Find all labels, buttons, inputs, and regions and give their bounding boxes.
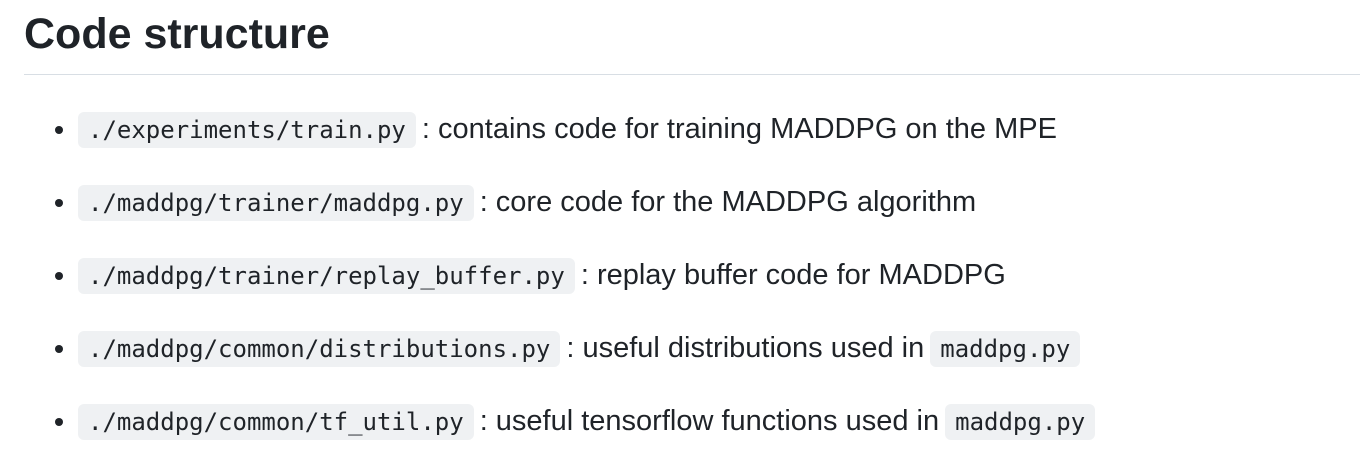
inline-code-path: ./experiments/train.py: [78, 111, 416, 148]
inline-code-path: ./maddpg/common/tf_util.py: [78, 403, 474, 440]
list-item-description: : contains code for training MADDPG on t…: [421, 112, 1057, 145]
list-item: ./maddpg/trainer/replay_buffer.py: repla…: [78, 257, 1360, 294]
inline-code-path: ./maddpg/common/distributions.py: [78, 330, 561, 367]
inline-code-reference: maddpg.py: [945, 403, 1096, 440]
list-item-description: : useful distributions used in: [566, 331, 925, 364]
inline-code-path: ./maddpg/trainer/maddpg.py: [78, 184, 474, 221]
inline-code-reference: maddpg.py: [930, 330, 1081, 367]
list-item-description: : replay buffer code for MADDPG: [580, 258, 1006, 291]
list-item: ./maddpg/trainer/maddpg.py: core code fo…: [78, 184, 1360, 221]
section-heading-code-structure: Code structure: [24, 8, 1360, 75]
inline-code-path: ./maddpg/trainer/replay_buffer.py: [78, 257, 575, 294]
list-item: ./maddpg/common/distributions.py: useful…: [78, 330, 1360, 367]
list-item: ./experiments/train.py: contains code fo…: [78, 111, 1360, 148]
list-item-description: : core code for the MADDPG algorithm: [479, 185, 977, 218]
readme-content: Code structure ./experiments/train.py: c…: [0, 0, 1360, 440]
list-item: ./maddpg/common/tf_util.py: useful tenso…: [78, 403, 1360, 440]
list-item-description: : useful tensorflow functions used in: [479, 404, 940, 437]
code-structure-list: ./experiments/train.py: contains code fo…: [24, 111, 1360, 440]
